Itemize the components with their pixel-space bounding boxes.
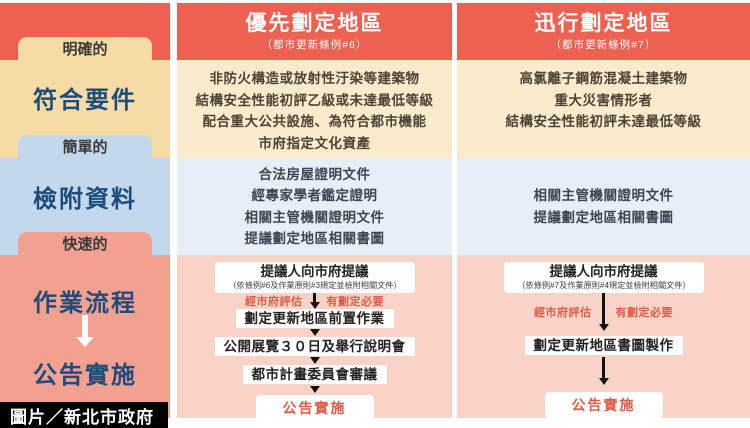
column-subtitle: （都市更新條例#6）: [261, 38, 368, 51]
requirement-item: 非防火構造或放射性汙染等建築物: [209, 71, 420, 86]
requirement-item: 結構安全性能初評未達最低等級: [505, 114, 702, 129]
requirement-item: 重大災害情形者: [554, 92, 653, 108]
requirement-item: 配合重大公共設施、為符合都市機能: [202, 114, 427, 129]
documents-list: 合法房屋證明文件 經專家學者鑑定證明 相關主管機關證明文件 提議劃定地區相關書圖: [177, 158, 452, 255]
evaluation-note: 經市府評估 有劃定必要: [177, 293, 452, 309]
flow-step: 劃定更新地區書圖製作: [524, 336, 683, 355]
requirement-item: 高氯離子鋼筋混凝土建築物: [519, 71, 688, 86]
requirements-list: 高氯離子鋼筋混凝土建築物 重大災害情形者 結構安全性能初評未達最低等級: [457, 60, 750, 158]
down-arrow-icon: [309, 329, 320, 336]
tab-fast: 快速的: [18, 232, 152, 255]
tab-simple-label: 簡單的: [62, 139, 108, 156]
requirement-item: 市府指定文化資產: [258, 135, 371, 151]
document-item: 提議劃定地區相關書圖: [244, 231, 385, 246]
propose-title: 提議人向市府提議: [549, 264, 658, 279]
document-item: 提議劃定地區相關書圖: [533, 209, 674, 225]
sidebar-title-documents: 檢附資料: [33, 186, 137, 213]
propose-box: 提議人向市府提議 （依條例#7及作業原則#4規定並檢附相關文件）: [503, 262, 704, 293]
propose-note: （依條例#7及作業原則#4規定並檢附相關文件）: [516, 280, 691, 290]
document-item: 相關主管機關證明文件: [533, 188, 674, 203]
sidebar-title-announce: 公告實施: [33, 362, 137, 389]
down-arrow-icon: [309, 293, 320, 309]
evaluation-right: 有劃定必要: [326, 296, 384, 308]
column-header: 迅行劃定地區 （都市更新條例#7）: [457, 3, 750, 60]
sidebar-title-process: 作業流程: [33, 290, 137, 317]
column-title: 優先劃定地區: [245, 11, 384, 35]
final-announce-box: 公告實施: [255, 395, 374, 421]
column-priority: 優先劃定地區 （都市更新條例#6） 非防火構造或放射性汙染等建築物 結構安全性能…: [177, 0, 452, 428]
tab-simple: 簡單的: [18, 135, 152, 158]
tab-clear: 明確的: [18, 37, 152, 60]
down-arrow-icon: [309, 386, 320, 393]
document-item: 經專家學者鑑定證明: [251, 188, 378, 203]
evaluation-left: 經市府評估: [534, 307, 592, 319]
credit-badge: 圖片／新北市政府: [0, 402, 168, 428]
evaluation-note: 經市府評估 有劃定必要: [457, 293, 750, 331]
evaluation-right: 有劃定必要: [615, 307, 673, 319]
sidebar-title-requirements: 符合要件: [33, 87, 137, 114]
column-header: 優先劃定地區 （都市更新條例#6）: [177, 3, 452, 60]
process-flow: 提議人向市府提議 （依條例#6及作業原則#3規定並檢附相關文件） 經市府評估 有…: [177, 255, 452, 421]
propose-box: 提議人向市府提議 （依條例#6及作業原則#3規定並檢附相關文件）: [214, 262, 415, 293]
column-subtitle: （都市更新條例#7）: [550, 38, 657, 51]
process-flow: 提議人向市府提議 （依條例#7及作業原則#4規定並檢附相關文件） 經市府評估 有…: [457, 255, 750, 418]
down-arrow-icon: [598, 293, 609, 331]
documents-list: 相關主管機關證明文件 提議劃定地區相關書圖: [457, 158, 750, 255]
column-title: 迅行劃定地區: [534, 11, 673, 35]
propose-title: 提議人向市府提議: [260, 264, 369, 279]
column-rapid: 迅行劃定地區 （都市更新條例#7） 高氯離子鋼筋混凝土建築物 重大災害情形者 結…: [457, 0, 750, 428]
sidebar: 明確的 簡單的 快速的 符合要件 檢附資料 作業流程 公告實施 圖片／新北市政府: [0, 0, 170, 428]
propose-note: （依條例#6及作業原則#3規定並檢附相關文件）: [227, 280, 402, 290]
requirements-list: 非防火構造或放射性汙染等建築物 結構安全性能初評乙級或未達最低等級 配合重大公共…: [177, 60, 452, 158]
requirement-item: 結構安全性能初評乙級或未達最低等級: [195, 92, 434, 108]
flow-step: 都市計畫委員會審議: [242, 365, 387, 384]
document-item: 合法房屋證明文件: [258, 166, 371, 182]
final-announce-box: 公告實施: [544, 392, 663, 418]
down-arrow-icon: [0, 315, 170, 347]
flow-step: 公開展覽３０日及舉行說明會: [214, 337, 415, 356]
flow-step: 劃定更新地區前置作業: [235, 309, 394, 328]
evaluation-left: 經市府評估: [245, 296, 303, 308]
tab-fast-label: 快速的: [62, 236, 108, 253]
down-arrow-icon: [598, 357, 609, 385]
down-arrow-icon: [309, 357, 320, 364]
tab-clear-label: 明確的: [62, 41, 108, 58]
document-item: 相關主管機關證明文件: [244, 209, 385, 225]
